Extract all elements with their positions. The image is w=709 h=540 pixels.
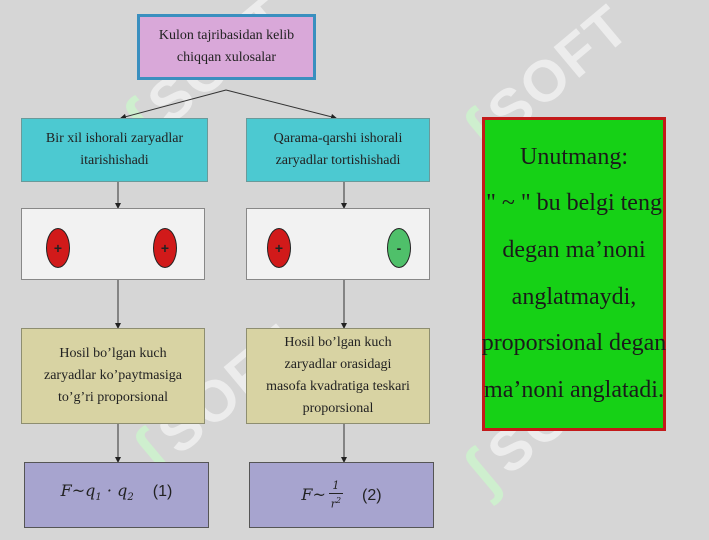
title-box: Kulon tajribasidan kelib chiqqan xulosal… [137,14,316,80]
title-line2: chiqqan xulosalar [176,50,277,65]
right-result-line4: proporsional [302,401,374,416]
left-head-line1: Bir xil ishorali zaryadlar [45,131,184,146]
left-result-line2: zaryadlar ko’paytmasiga [44,368,182,383]
note-line6: ma’noni anglatadi. [484,377,664,404]
arrow-title-right [225,89,337,120]
note-line3: degan ma’noni [502,237,646,264]
left-result-line1: Hosil bo’lgan kuch [59,346,167,361]
left-formula-box: F~q1 · q2 (1) [24,462,209,528]
right-result-box: Hosil bo’lgan kuch zaryadlar orasidagi m… [246,328,430,424]
left-head-line2: itarishishadi [80,153,149,168]
right-result-line3: masofa kvadratiga teskari [266,379,410,394]
reminder-note-box: Unutmang: " ~ " bu belgi teng degan ma’n… [482,117,666,431]
note-line2: " ~ " bu belgi teng [486,190,662,217]
formula-1-number: (1) [152,483,173,501]
right-head-line1: Qarama-qarshi ishorali [273,131,403,146]
formula-2-number: (2) [362,486,382,504]
left-head-box: Bir xil ishorali zaryadlar itarishishadi [21,118,208,182]
left-result-box: Hosil bo’lgan kuch zaryadlar ko’paytmasi… [21,328,205,424]
left-charge-panel: + + [21,208,205,280]
right-result-line2: zaryadlar orasidagi [284,357,392,372]
note-line4: anglatmaydi, [511,283,637,310]
positive-charge: + [153,228,177,268]
positive-charge: + [46,228,70,268]
left-result-line3: to’g’ri proporsional [57,390,169,405]
arrow-title-left [120,89,227,120]
note-line5: proporsional degan [481,330,667,357]
note-line1: Unutmang: [520,143,628,170]
negative-charge: - [387,228,411,268]
right-charge-panel: + - [246,208,430,280]
right-head-line2: zaryadlar tortishishadi [275,153,401,168]
right-head-box: Qarama-qarshi ishorali zaryadlar tortish… [246,118,430,182]
positive-charge: + [267,228,291,268]
formula-1: F~q1 · q2 (1) [60,481,173,504]
right-result-line1: Hosil bo’lgan kuch [284,335,392,350]
title-line1: Kulon tajribasidan kelib [158,28,295,43]
